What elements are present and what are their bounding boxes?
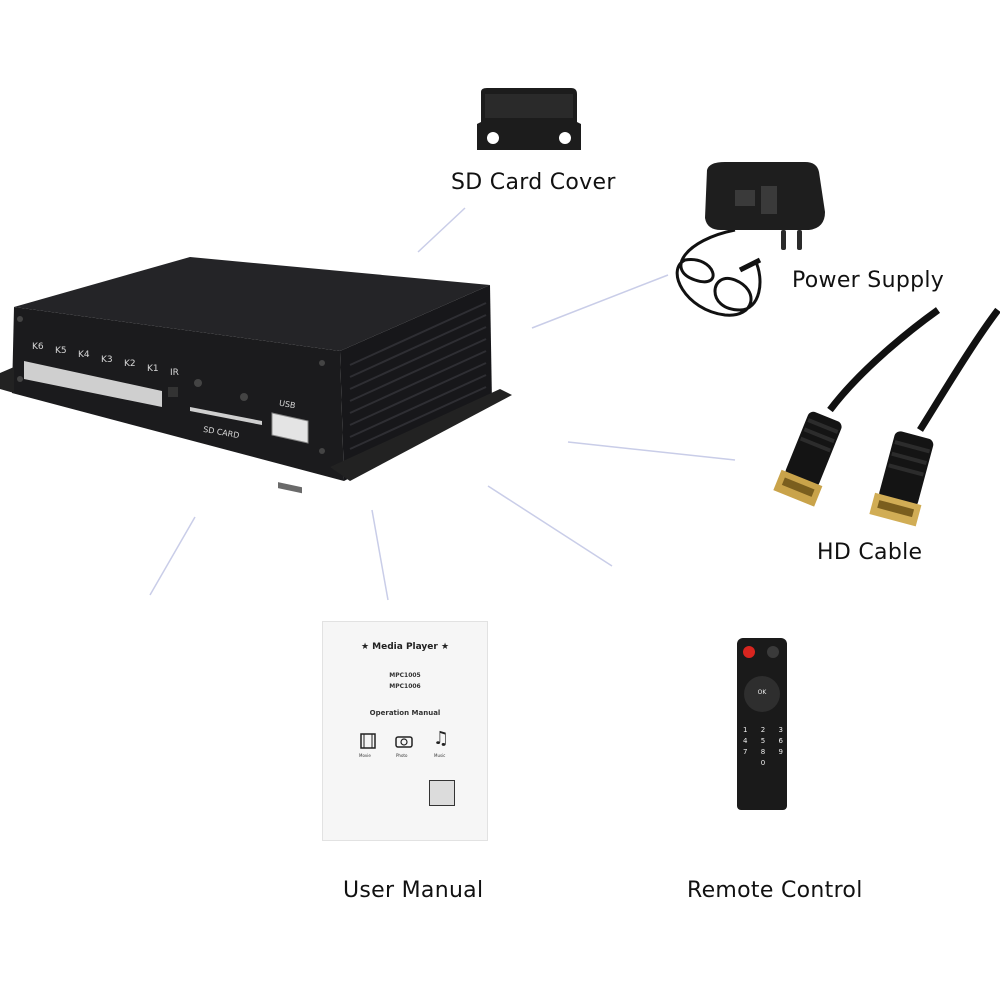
mute-button-icon (767, 646, 779, 658)
power-supply-image (675, 162, 825, 317)
remote-key: 6 (778, 737, 783, 745)
manual-model-1: MPC1005 (389, 672, 421, 679)
manual-subtitle: Operation Manual (369, 709, 441, 717)
connector-line (371, 509, 389, 601)
manual-icon-label: Movie (359, 753, 371, 758)
manual-icon-label: Photo (396, 753, 408, 758)
remote-key: 9 (778, 748, 783, 756)
remote-key: 3 (778, 726, 783, 734)
dpad-icon (744, 676, 780, 712)
remote-keypad: 1 2 3 4 5 6 7 8 9 0 (743, 726, 783, 767)
photo-icon (395, 736, 413, 748)
caption-remote-control: Remote Control (687, 878, 863, 903)
caption-user-manual: User Manual (343, 878, 484, 903)
remote-key: 1 (743, 726, 748, 734)
remote-key: 0 (760, 759, 766, 767)
certification-stamp-icon (429, 780, 455, 806)
key-label: K2 (124, 359, 136, 369)
manual-title: ★ Media Player ★ (360, 642, 450, 652)
caption-hd-cable: HD Cable (817, 540, 923, 565)
media-player-device-image (0, 257, 512, 494)
device-key-labels: K6 K5 K4 K3 K2 K1 IR (30, 338, 200, 378)
key-label: K1 (147, 364, 159, 374)
sd-card-cover-image (477, 88, 581, 150)
key-label: K5 (55, 346, 67, 356)
remote-control-image: OK 1 2 3 4 5 6 7 8 9 0 (737, 638, 787, 810)
key-label: K6 (32, 342, 44, 352)
remote-key: 5 (760, 737, 766, 745)
screw-hole-icon (487, 132, 499, 144)
remote-key: 2 (760, 726, 766, 734)
movie-icon (360, 733, 376, 749)
connector-line (567, 441, 736, 461)
power-button-icon (743, 646, 755, 658)
connector-line (417, 207, 466, 253)
manual-model-2: MPC1006 (389, 683, 421, 690)
remote-key: 7 (743, 748, 748, 756)
ok-button-label: OK (757, 689, 767, 696)
caption-sd-card-cover: SD Card Cover (451, 170, 616, 195)
remote-key: 4 (743, 737, 748, 745)
key-label: K3 (101, 355, 113, 365)
music-icon: ♫ (433, 728, 450, 749)
screw-hole-icon (559, 132, 571, 144)
key-label: IR (170, 368, 179, 378)
connector-line (531, 274, 669, 329)
manual-icon-label: Music (434, 753, 446, 758)
connector-line (487, 485, 613, 567)
key-label: K4 (78, 350, 90, 360)
user-manual-image: ★ Media Player ★ MPC1005 MPC1006 Operati… (323, 622, 487, 840)
hd-cable-image (773, 307, 1000, 527)
caption-power-supply: Power Supply (792, 268, 945, 293)
connector-line (149, 516, 196, 596)
remote-key: 8 (760, 748, 766, 756)
